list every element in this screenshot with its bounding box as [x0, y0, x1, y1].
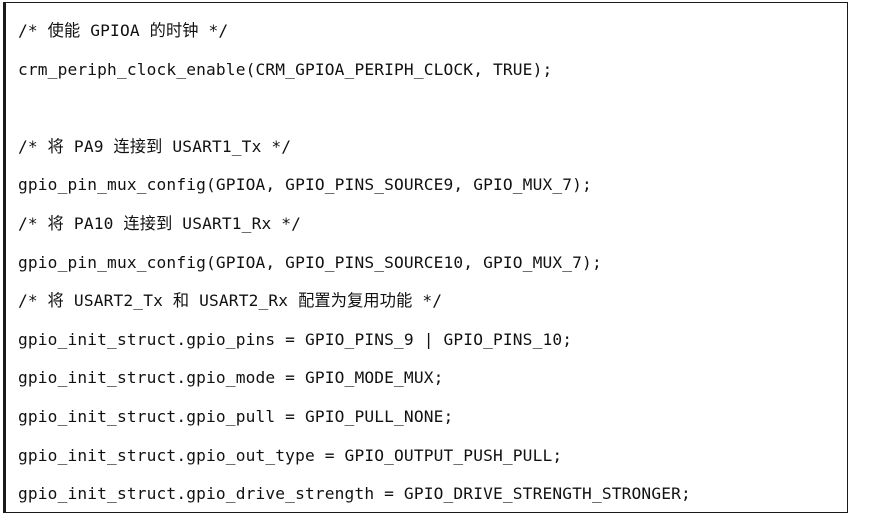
code-line-blank — [18, 89, 847, 128]
code-line: gpio_init_struct.gpio_drive_strength = G… — [18, 484, 691, 504]
code-listing: /* 使能 GPIOA 的时钟 */ crm_periph_clock_enab… — [6, 3, 847, 512]
code-line: gpio_pin_mux_config(GPIOA, GPIO_PINS_SOU… — [18, 252, 602, 272]
code-line: /* 将 PA9 连接到 USART1_Tx */ — [18, 136, 292, 156]
code-line: gpio_init_struct.gpio_pull = GPIO_PULL_N… — [18, 406, 454, 426]
code-line: gpio_init_struct.gpio_out_type = GPIO_OU… — [18, 445, 563, 465]
code-line: /* 将 PA10 连接到 USART1_Rx */ — [18, 213, 302, 233]
code-line: gpio_init_struct.gpio_mode = GPIO_MODE_M… — [18, 368, 444, 388]
code-line: gpio_init_struct.gpio_pins = GPIO_PINS_9… — [18, 329, 573, 349]
code-line: /* 使能 GPIOA 的时钟 */ — [18, 21, 229, 40]
code-line: crm_periph_clock_enable(CRM_GPIOA_PERIPH… — [18, 59, 553, 79]
code-block-frame: /* 使能 GPIOA 的时钟 */ crm_periph_clock_enab… — [3, 2, 848, 513]
code-line: /* 将 USART2_Tx 和 USART2_Rx 配置为复用功能 */ — [18, 291, 443, 311]
code-line: gpio_pin_mux_config(GPIOA, GPIO_PINS_SOU… — [18, 175, 592, 195]
